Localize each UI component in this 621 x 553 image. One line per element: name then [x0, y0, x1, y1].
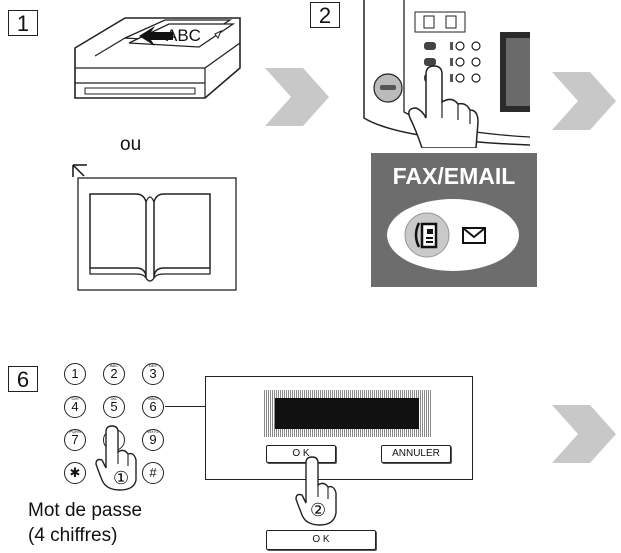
- fax-icon[interactable]: [414, 222, 438, 249]
- keypad-key-1[interactable]: 1: [64, 363, 86, 385]
- cancel-button[interactable]: ANNULER: [381, 445, 451, 463]
- password-label-line2: (4 chiffres): [28, 525, 118, 546]
- ok-button[interactable]: O K: [266, 445, 336, 463]
- callout-1: ①: [113, 468, 130, 488]
- keypad-key-star[interactable]: ✱: [64, 462, 86, 484]
- document-feeder-illustration: ABC: [74, 17, 241, 99]
- next-step-arrow: [552, 405, 616, 463]
- control-panel-illustration: [360, 0, 530, 148]
- password-label-line1: Mot de passe: [28, 500, 143, 521]
- password-display: [275, 398, 419, 429]
- next-step-arrow: [552, 72, 616, 130]
- hand-pressing-keypad: [95, 425, 137, 491]
- callout-2: ②: [310, 500, 327, 520]
- fax-email-buttons: [387, 199, 519, 271]
- adf-letters: ABC: [166, 26, 201, 45]
- step-number-1: 1: [8, 10, 38, 36]
- book-on-glass-illustration: [72, 164, 237, 291]
- or-text: ou: [120, 134, 142, 155]
- fax-email-label: FAX/EMAIL: [392, 163, 516, 189]
- next-step-arrow: [265, 68, 329, 126]
- email-icon[interactable]: [462, 227, 486, 244]
- keypad-key-hash[interactable]: #: [142, 462, 164, 484]
- step-number-2: 2: [310, 2, 340, 28]
- hand-pressing-ok: [295, 456, 337, 526]
- ok-button-zoom[interactable]: O K: [266, 530, 376, 550]
- step-number-6: 6: [8, 366, 38, 392]
